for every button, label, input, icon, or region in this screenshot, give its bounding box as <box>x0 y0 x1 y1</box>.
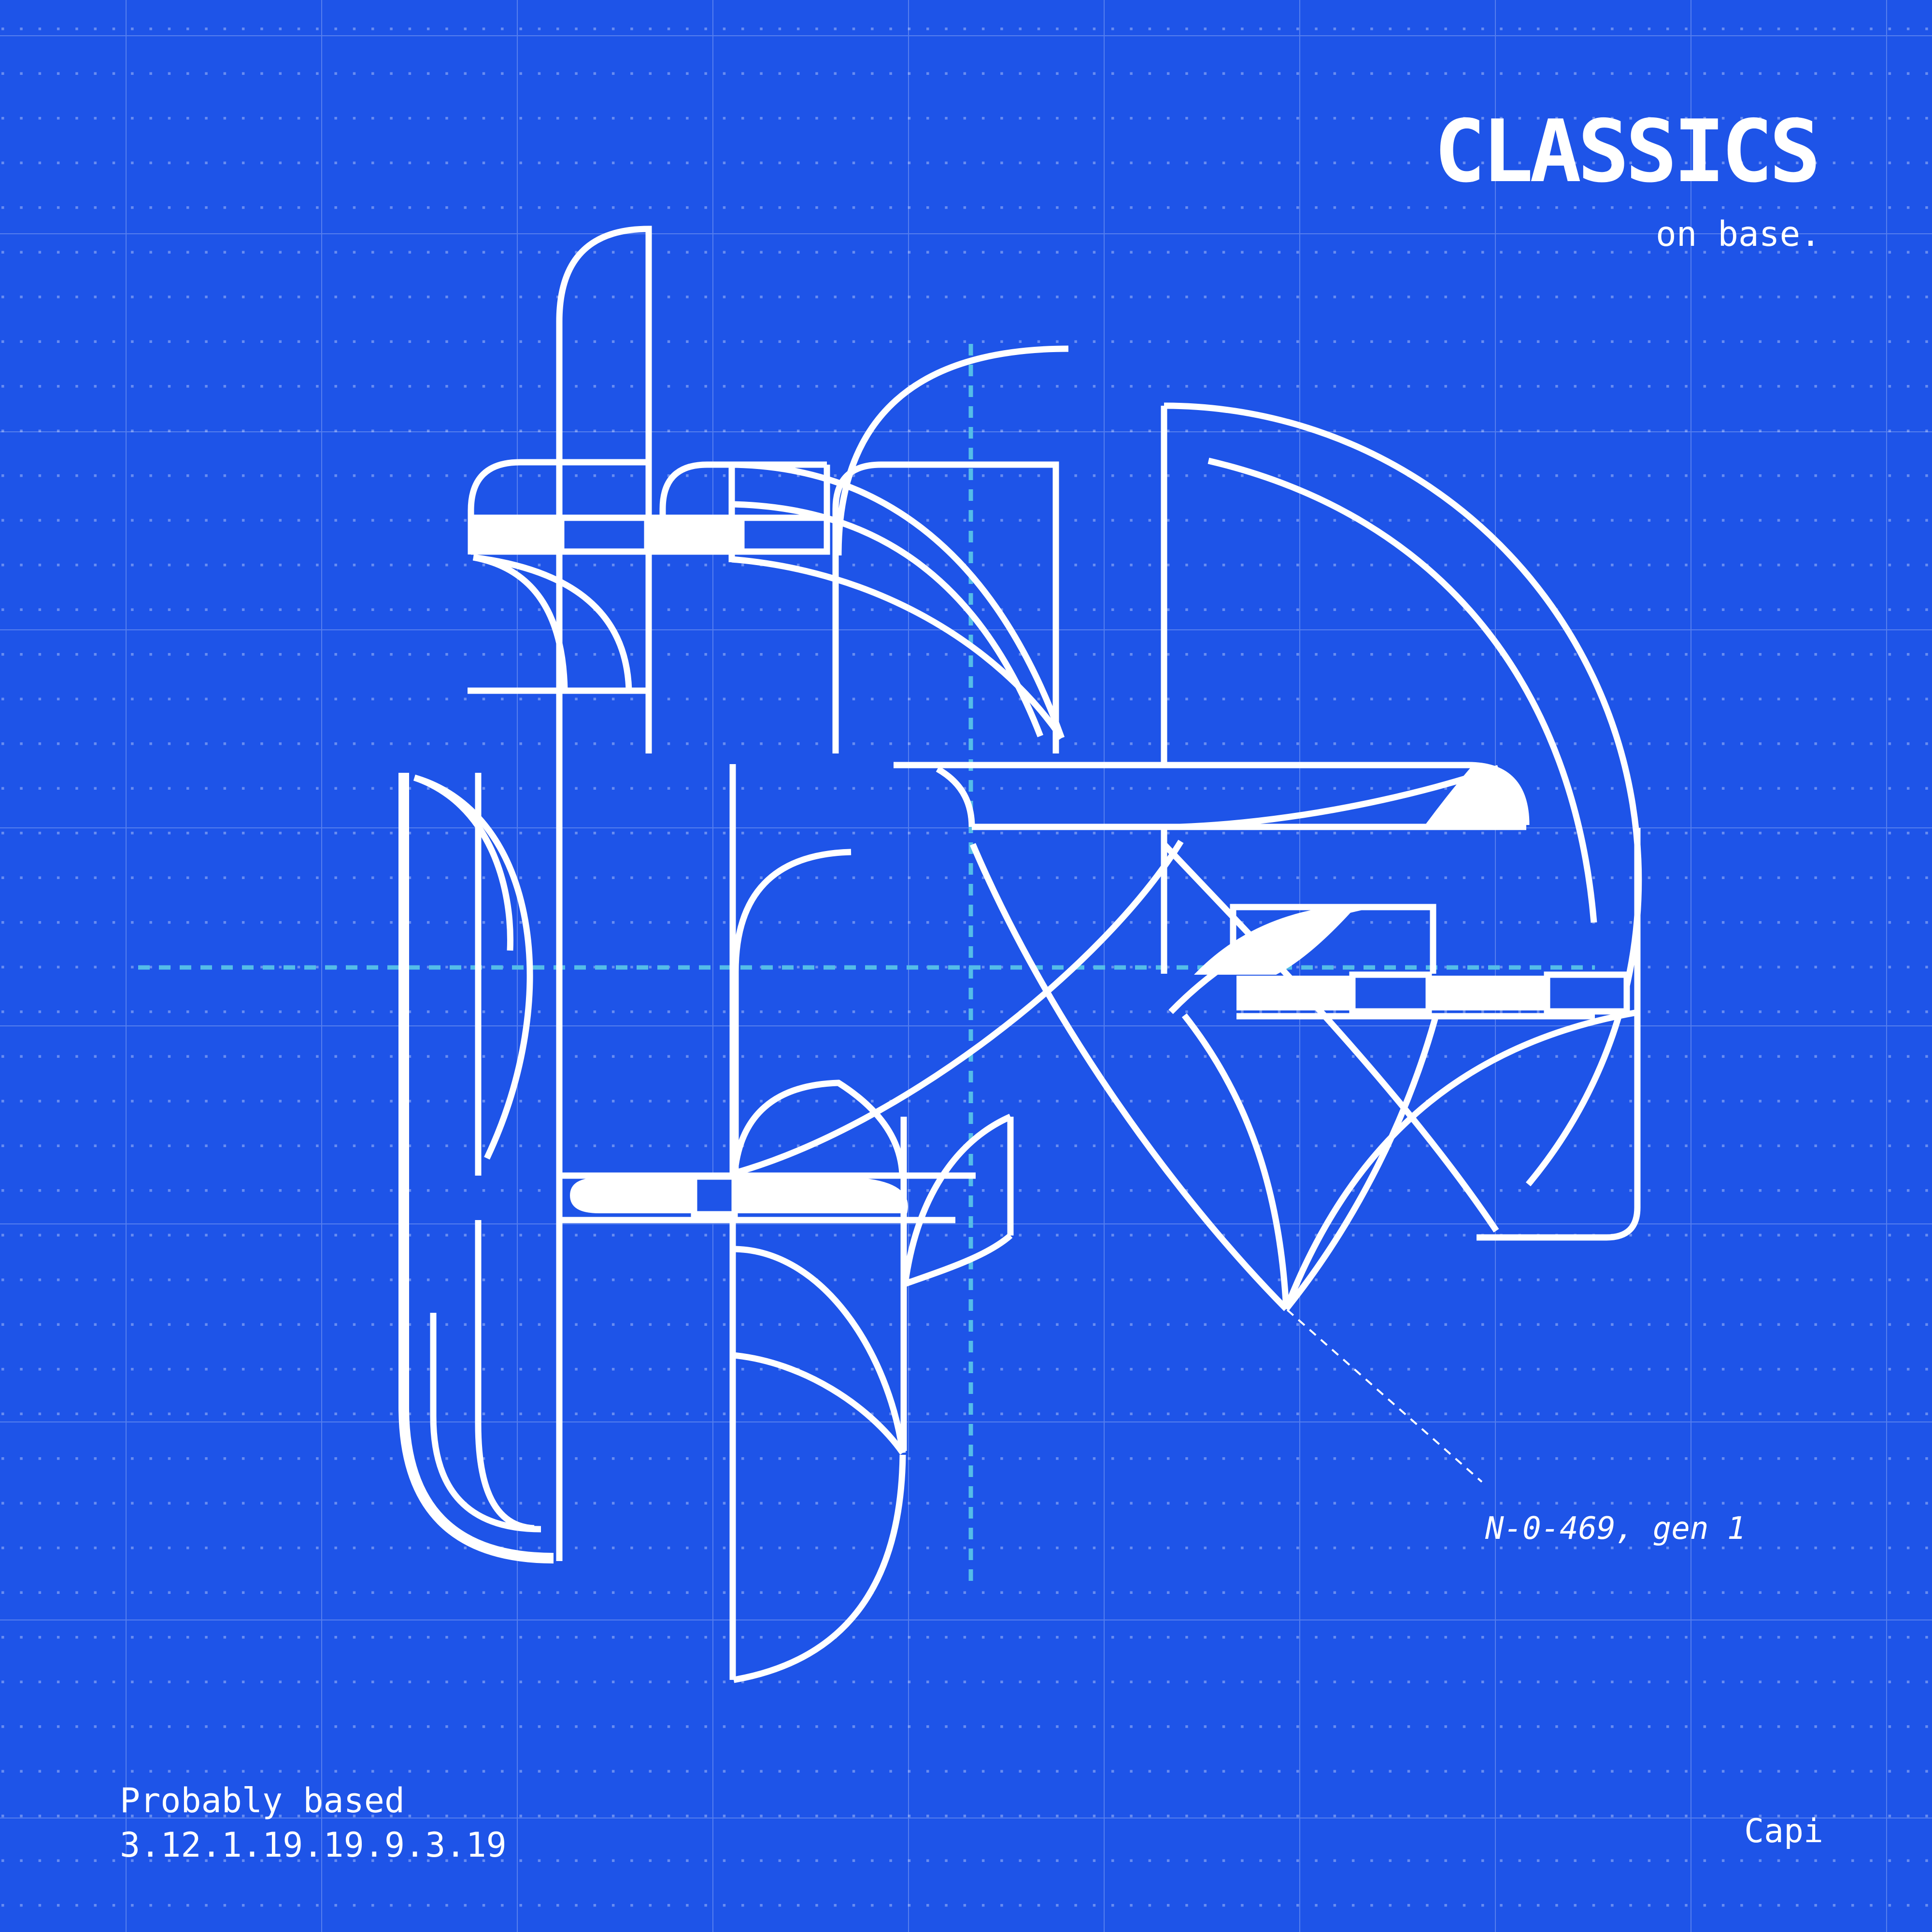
leaf-a-top <box>731 461 1065 739</box>
stripe2-fill-petal <box>735 1178 908 1213</box>
fan-lower-arc <box>1162 842 1499 1233</box>
band-corner <box>936 766 975 827</box>
poster-title: CLASSICS <box>1434 101 1821 201</box>
petal-down-4 <box>1283 1016 1439 1311</box>
petal-down-2 <box>1283 1009 1638 1310</box>
stripe-gap-rects <box>558 514 1630 1218</box>
band-connector <box>732 849 852 1171</box>
capsule-outer <box>398 773 554 1563</box>
fan-inner-arc <box>1208 457 1597 923</box>
bar-a-outline <box>468 459 649 554</box>
stripe1-gap-1 <box>558 514 651 555</box>
hook-arc <box>835 345 1069 556</box>
stack-bulge <box>413 774 533 1160</box>
artwork-outlines <box>398 226 1642 1683</box>
stripe2-gap-1 <box>691 1173 738 1218</box>
stripe3-gap-1 <box>1349 971 1432 1015</box>
poster-subtitle: on base. <box>1656 214 1821 254</box>
sail-shape <box>556 226 652 1561</box>
petal-down-1 <box>970 843 1289 1311</box>
stripe2-fill-rounded <box>570 1178 694 1213</box>
block-right-edge <box>1477 828 1641 1241</box>
band-fill-leaf <box>1426 768 1523 824</box>
stripe1-gap-2 <box>738 514 830 555</box>
under-bar-leaf-2 <box>472 554 568 690</box>
artist-signature: Capi <box>1744 1812 1823 1850</box>
footer-left-line1: Probably based <box>120 1781 405 1820</box>
petal-up <box>731 1080 906 1174</box>
capsule-inner <box>430 1313 541 1533</box>
cluster-leaf-2 <box>904 1233 1013 1287</box>
footer-left: Probably based 3.12.1.19.19.9.3.19 <box>120 1778 507 1868</box>
quarter-disk-arc <box>733 1454 906 1683</box>
footer-left-line2: 3.12.1.19.19.9.3.19 <box>120 1825 507 1865</box>
stripe1-fill-left <box>471 519 563 550</box>
stripe3-fill-wedge <box>1194 904 1358 975</box>
fan-outer-arc <box>1164 402 1642 1187</box>
band-top <box>894 762 1530 825</box>
stack-divider <box>475 773 535 1532</box>
leaf-a-bottom <box>731 556 1065 740</box>
stripe1-fill-mid <box>647 519 741 550</box>
annotation-callout-line <box>1286 1309 1483 1483</box>
petal-long-left <box>735 839 1184 1176</box>
stripe3-gap-2 <box>1544 971 1630 1015</box>
leaf-a-inner <box>731 501 1044 738</box>
annotation-label: N-0-469, gen 1 <box>1485 1511 1746 1547</box>
under-bar-leaf-1 <box>473 554 632 690</box>
crosshair-guides <box>138 344 1595 1584</box>
petal-d1-top <box>732 1246 906 1453</box>
stack-bulge-inner <box>413 774 513 951</box>
petal-down-3 <box>1181 1013 1290 1309</box>
petal-d1-bottom <box>733 1352 906 1455</box>
